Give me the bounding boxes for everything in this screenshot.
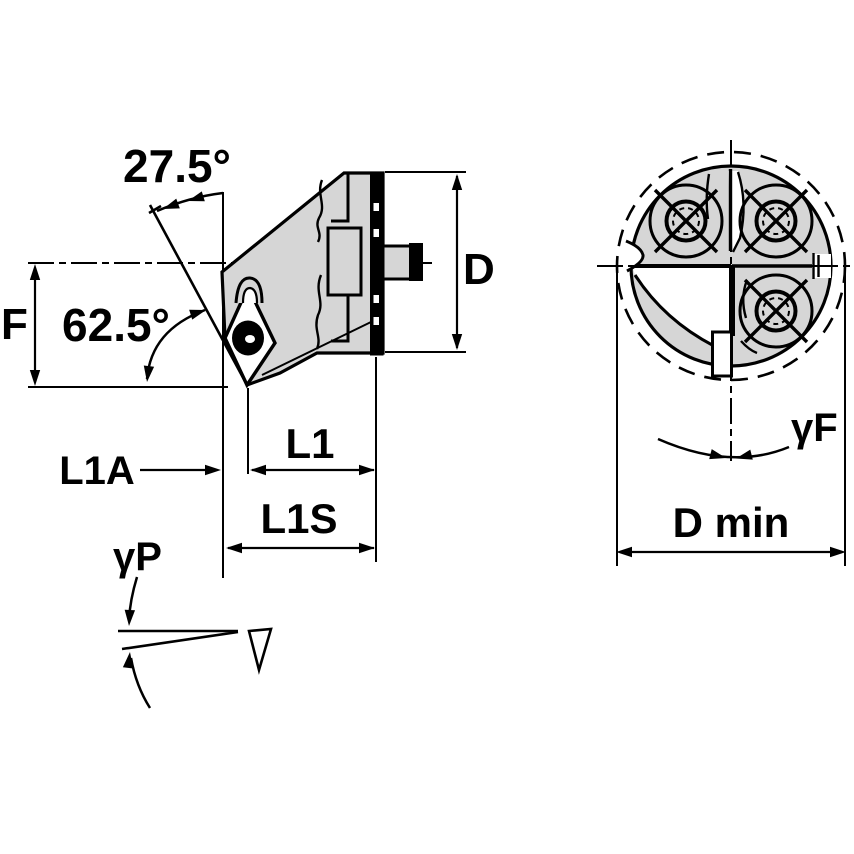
dim-label-62-5-deg: 62.5°: [62, 299, 170, 351]
dim-label-d-min: D min: [673, 499, 790, 546]
insert-pocket: [632, 266, 731, 369]
dim-label-gamma-p: γP: [113, 535, 162, 579]
dim-label-gamma-f: γF: [791, 406, 838, 450]
dim-label-l1: L1: [285, 420, 334, 467]
insert-edge-view: [711, 330, 733, 378]
clamp-screw-top-right: [738, 183, 814, 259]
dim-label-f: F: [1, 300, 28, 349]
tool-head-body: [220, 171, 423, 389]
pocket-scoop-edge: [633, 274, 715, 348]
l1s-dimension: L1S: [226, 495, 375, 554]
clamp-screw-bottom-right: [738, 273, 814, 349]
gamma-f-dimension: γF: [657, 406, 838, 464]
mounting-face-band: [370, 171, 384, 356]
insert-tip-symbol: [247, 627, 273, 675]
lead-angle-27-5-dimension: 27.5°: [123, 140, 231, 214]
side-view-drawing: 27.5° 62.5° F D L1: [1, 140, 495, 578]
gamma-p-rake-detail: γP: [113, 535, 273, 709]
rake-angle-line: [121, 630, 239, 651]
d-min-dimension: D min: [616, 272, 846, 566]
lead-angle-reference-line: [148, 204, 249, 386]
dim-label-l1s: L1S: [260, 495, 337, 542]
l1a-dimension: L1A: [59, 449, 221, 493]
f-dimension: F: [1, 264, 41, 386]
clamp-screws: [648, 173, 814, 355]
coupling-stud: [381, 244, 413, 281]
dim-label-l1a: L1A: [59, 449, 135, 493]
stud-end-cap: [409, 243, 423, 281]
d-dimension: D: [451, 174, 495, 350]
pocket-edge-line: [261, 321, 372, 376]
included-angle-62-5-dimension: 62.5°: [62, 299, 208, 383]
end-view-drawing: γF D min: [597, 140, 854, 566]
l1-dimension: L1: [250, 420, 375, 476]
dim-label-27-5-deg: 27.5°: [123, 140, 231, 192]
clamp-screw-top-left: [648, 183, 724, 259]
dim-label-d: D: [463, 245, 495, 294]
